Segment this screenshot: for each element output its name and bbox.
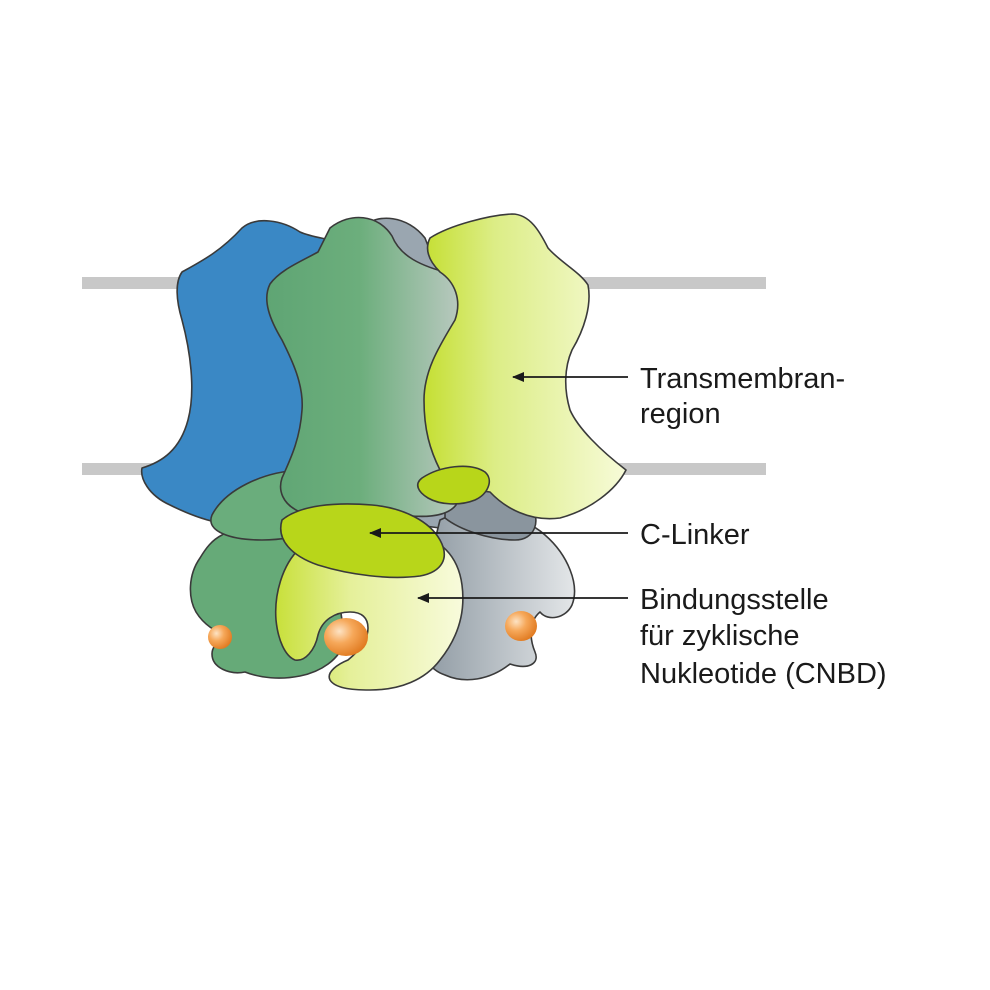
subunit-yellow-transmembrane [423,213,627,520]
nucleotide-yellow [324,618,368,656]
label-c-linker: C-Linker [640,519,750,551]
nucleotide-grey [505,611,537,641]
nucleotide-green [208,625,232,649]
label-cnbd-line3: Nukleotide (CNBD) [640,658,887,690]
c-linker-yellow [279,503,445,579]
label-cnbd-line1: Bindungsstelle [640,584,829,616]
label-transmembrane-line1: Transmembran- [640,363,845,395]
label-cnbd-line2: für zyklische [640,620,800,652]
c-linker-yellow-top [416,465,491,505]
label-transmembrane-line2: region [640,398,721,430]
